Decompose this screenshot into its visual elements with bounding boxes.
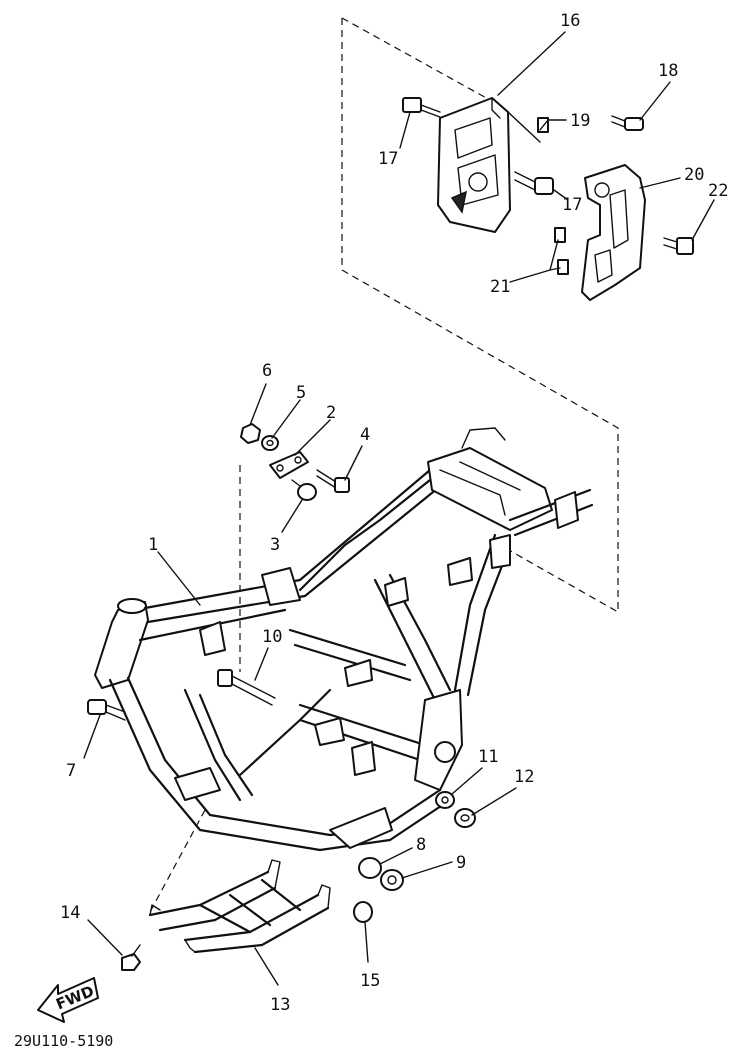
callout-12: 12 bbox=[514, 767, 534, 787]
callout-19: 19 bbox=[570, 111, 590, 131]
callout-6: 6 bbox=[262, 361, 272, 381]
callout-17-right: 17 bbox=[562, 195, 582, 215]
callout-7: 7 bbox=[66, 761, 76, 781]
bracket-2 bbox=[269, 451, 309, 479]
main-frame-1 bbox=[94, 427, 594, 852]
bolt-7 bbox=[87, 699, 126, 721]
callout-2: 2 bbox=[326, 403, 336, 423]
bracket-16 bbox=[437, 97, 541, 233]
callout-11: 11 bbox=[478, 747, 498, 767]
bolt-4 bbox=[316, 469, 350, 493]
washer-11 bbox=[435, 791, 455, 809]
grommet-19 bbox=[537, 117, 549, 133]
drawing-code: 29U110-5190 bbox=[14, 1032, 113, 1050]
callout-14: 14 bbox=[60, 903, 80, 923]
bolt-18 bbox=[611, 115, 644, 131]
leader-lines bbox=[83, 31, 715, 986]
washer-5 bbox=[261, 435, 279, 451]
callout-21: 21 bbox=[490, 277, 510, 297]
callout-9: 9 bbox=[456, 853, 466, 873]
callout-4: 4 bbox=[360, 425, 370, 445]
bolt-3 bbox=[291, 479, 317, 501]
bolt-17-right bbox=[514, 171, 554, 195]
callout-10: 10 bbox=[262, 627, 282, 647]
grommets-21 bbox=[554, 227, 569, 275]
callout-18: 18 bbox=[658, 61, 678, 81]
callout-3: 3 bbox=[270, 535, 280, 555]
callout-16: 16 bbox=[560, 11, 580, 31]
callout-numbers: 16 17 17 18 19 20 21 22 6 5 2 4 3 1 10 7… bbox=[60, 11, 728, 1015]
bolt-14 bbox=[121, 944, 141, 971]
callout-8: 8 bbox=[416, 835, 426, 855]
nut-9 bbox=[380, 869, 404, 891]
callout-1: 1 bbox=[148, 535, 158, 555]
collar-8 bbox=[358, 857, 382, 879]
bolt-22 bbox=[663, 237, 694, 255]
callout-15: 15 bbox=[360, 971, 380, 991]
callout-5: 5 bbox=[296, 383, 306, 403]
callout-17-left: 17 bbox=[378, 149, 398, 169]
nut-12 bbox=[454, 808, 476, 828]
fwd-arrow-icon: FWD bbox=[37, 977, 99, 1023]
bracket-20 bbox=[581, 164, 646, 301]
upper-bracket-projection-lines bbox=[149, 17, 619, 913]
under-guard-13 bbox=[148, 859, 331, 954]
nut-6 bbox=[240, 423, 261, 444]
callout-13: 13 bbox=[270, 995, 290, 1015]
callout-20: 20 bbox=[684, 165, 704, 185]
bolt-17-left bbox=[402, 97, 441, 118]
bolt-15 bbox=[353, 901, 373, 923]
bolt-10 bbox=[217, 669, 276, 706]
callout-22: 22 bbox=[708, 181, 728, 201]
